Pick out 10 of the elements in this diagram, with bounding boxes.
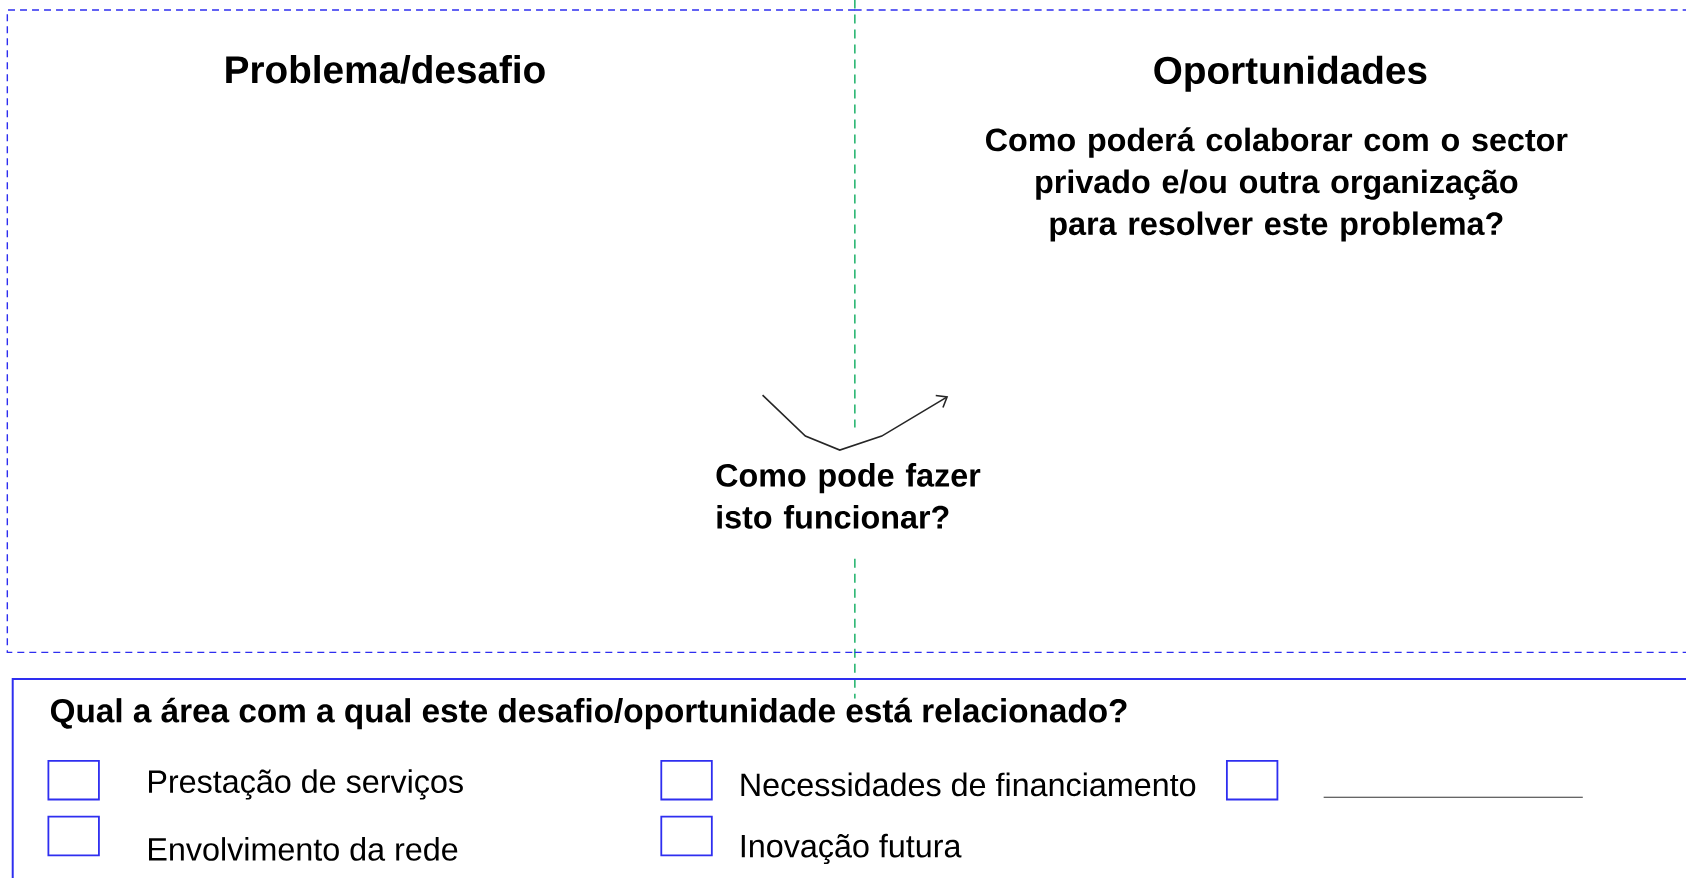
heading: Qual a área com a qual este desafio/oportunidade está relacionado?: [50, 697, 1127, 730]
heading: Problema/desafio: [226, 55, 545, 84]
option-label: Envolvimento da rede: [149, 837, 458, 861]
arrow: [761, 394, 949, 451]
edge-label: Como pode fazer isto funcionar?: [716, 463, 981, 529]
heading: Oportunidades: [1154, 55, 1427, 92]
option-label: Necessidades de financiamento: [741, 772, 1196, 797]
option-label: Prestação de serviços: [149, 769, 463, 800]
question-text: Como poderá colaborar com o sector privado e/ou outra organização para resolver este problema?: [986, 127, 1568, 242]
option-label: Inovação futura: [741, 833, 962, 865]
